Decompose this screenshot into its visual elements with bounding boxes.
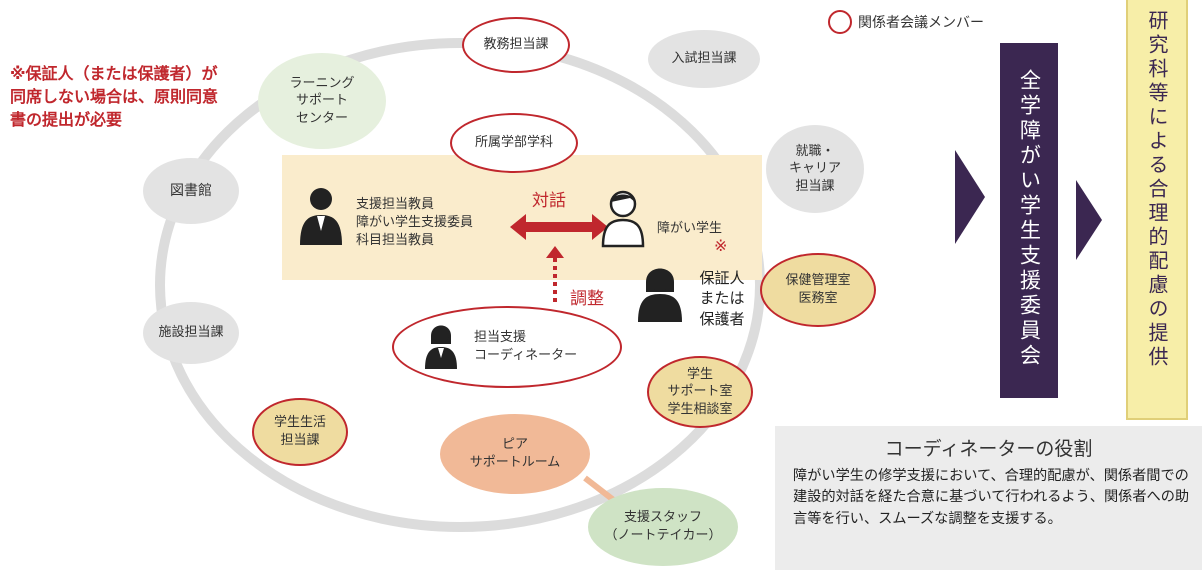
kome-mark: ※: [714, 236, 728, 255]
node-shisetsu: 施設担当課: [143, 302, 239, 364]
node-shisetsu-label: 施設担当課: [158, 325, 224, 341]
node-learning-support: ラーニング サポート センター: [258, 53, 386, 149]
role-box: [775, 426, 1202, 570]
guardian-person-icon: [638, 268, 682, 322]
node-shuushoku-label: 就職・ キャリア 担当課: [788, 143, 841, 194]
node-shuushoku: 就職・ キャリア 担当課: [766, 125, 864, 213]
node-toshokan: 図書館: [143, 158, 239, 224]
node-staff-label: 支援スタッフ （ノートテイカー）: [604, 510, 722, 543]
node-nyushi-label: 入試担当課: [671, 51, 737, 67]
dialogue-label: 対話: [532, 191, 566, 211]
coordinator-label: 担当支援 コーディネーター: [474, 330, 578, 364]
adjust-label: 調整: [570, 289, 604, 309]
node-shozoku: 所属学部学科: [450, 113, 578, 173]
coordinator-person-icon: [425, 325, 457, 369]
legend-circle-icon: [828, 10, 852, 34]
adjust-arrow-icon: [546, 246, 564, 306]
student-label: 障がい学生: [657, 221, 723, 236]
role-title: コーディネーターの役割: [884, 438, 1093, 460]
committee-band: 全学障がい学生支援委員会: [1000, 43, 1058, 398]
arrow-to-committee: [955, 150, 985, 244]
node-gakusei-seikatsu-label: 学生生活 担当課: [273, 415, 326, 448]
student-person-icon: [601, 190, 645, 248]
guardian-label: 保証人 または 保護者: [699, 269, 745, 328]
node-hoken-label: 保健管理室 医務室: [785, 273, 851, 306]
node-learning-label: ラーニング サポート センター: [289, 75, 355, 126]
teachers-label: 支援担当教員 障がい学生支援委員 科目担当教員: [356, 197, 474, 249]
node-gakusei-support-label: 学生 サポート室 学生相談室: [667, 366, 733, 417]
node-kyomu-label: 教務担当課: [483, 37, 549, 53]
teacher-person-icon: [300, 188, 342, 245]
node-staff: 支援スタッフ （ノートテイカー）: [588, 488, 738, 566]
node-peer: ピア サポートルーム: [440, 414, 590, 494]
node-kyomu: 教務担当課: [462, 17, 570, 73]
node-hoken: 保健管理室 医務室: [760, 253, 876, 327]
legend: 関係者会議メンバー: [828, 10, 984, 34]
dialogue-arrow-icon: [510, 214, 608, 240]
node-gakusei-seikatsu: 学生生活 担当課: [252, 398, 348, 466]
node-toshokan-label: 図書館: [170, 182, 212, 199]
guardian-note: ※保証人（または保護者）が同席しない場合は、原則同意書の提出が必要: [10, 64, 219, 130]
arrow-to-result: [1076, 180, 1102, 260]
legend-label: 関係者会議メンバー: [858, 15, 984, 31]
committee-label: 全学障がい学生支援委員会: [1017, 69, 1042, 369]
node-peer-label: ピア サポートルーム: [469, 437, 561, 470]
result-label: 研究科等による合理的配慮の提供: [1145, 10, 1169, 370]
node-nyushi: 入試担当課: [648, 30, 760, 88]
node-shozoku-label: 所属学部学科: [474, 135, 553, 151]
result-band: 研究科等による合理的配慮の提供: [1126, 0, 1188, 420]
role-body: 障がい学生の修学支援において、合理的配慮が、関係者間での建設的対話を経た合意に基…: [793, 468, 1190, 527]
node-coordinator: [392, 306, 622, 388]
node-gakusei-support: 学生 サポート室 学生相談室: [647, 356, 753, 428]
